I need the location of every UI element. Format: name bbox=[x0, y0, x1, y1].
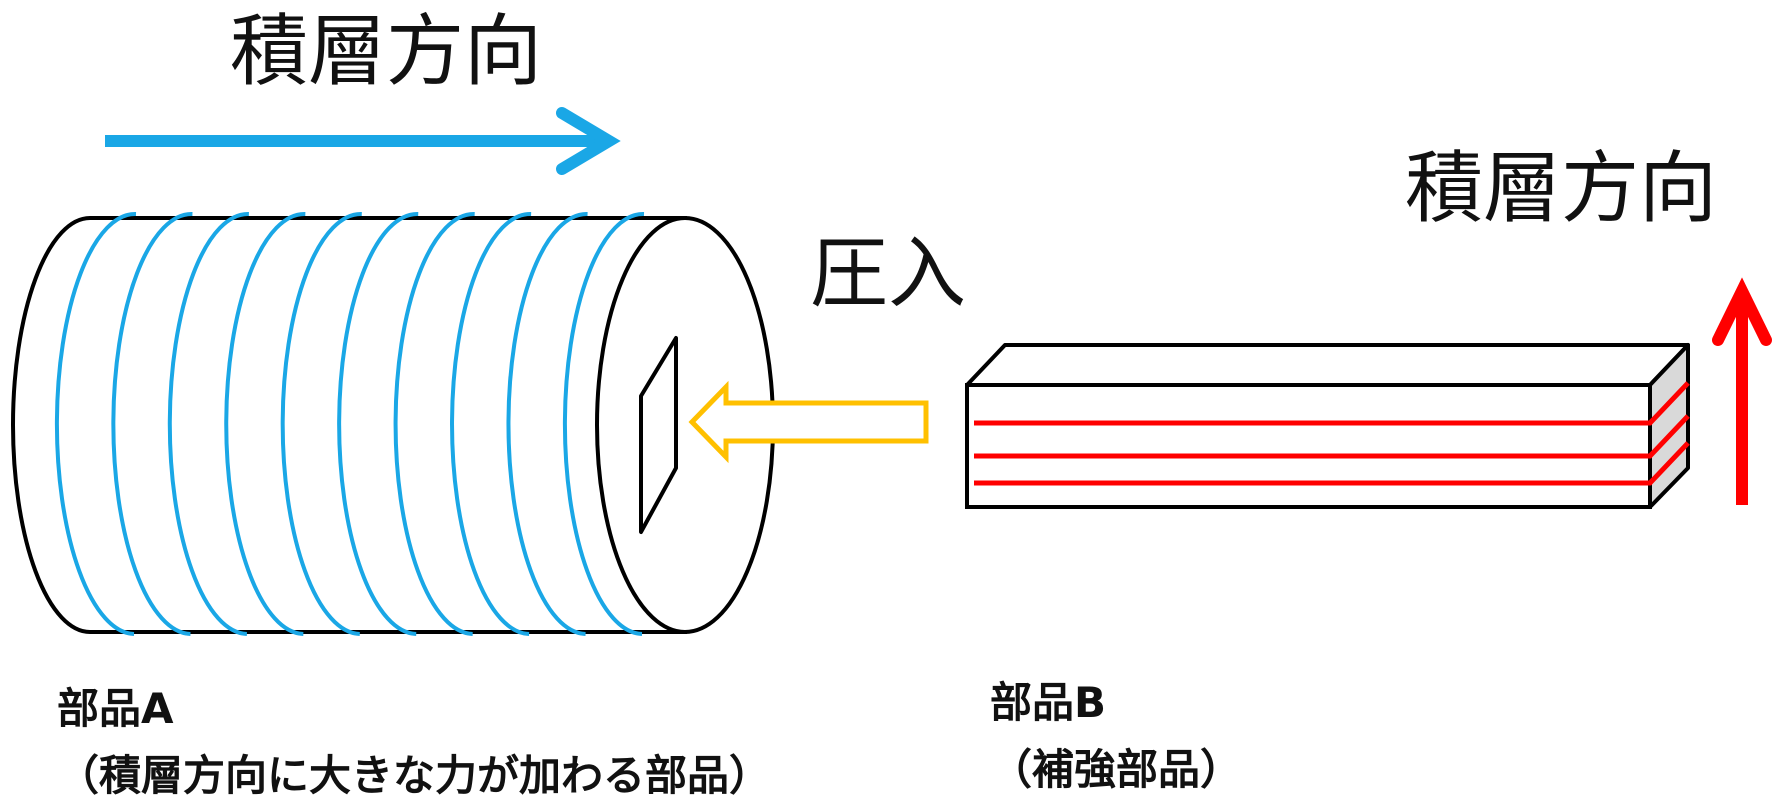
press-fit-arrow bbox=[688, 380, 929, 464]
stack-direction-arrow-a bbox=[105, 107, 621, 175]
part-b-bar bbox=[965, 343, 1690, 509]
cylinder-layer-line bbox=[506, 211, 588, 636]
cylinder-layer-line bbox=[224, 211, 306, 636]
cylinder-square-hole bbox=[639, 336, 678, 534]
press-fit-label: 圧入 bbox=[810, 229, 966, 319]
cylinder-layer-line bbox=[337, 211, 419, 636]
stack-direction-label-a: 積層方向 bbox=[230, 7, 542, 97]
cylinder-layer-line bbox=[167, 211, 249, 636]
part-a-cylinder bbox=[11, 211, 775, 636]
cylinder-layer-line bbox=[54, 211, 137, 636]
cylinder-layer-line bbox=[393, 211, 475, 636]
part-b-name: 部品B bbox=[990, 678, 1106, 727]
cylinder-layer-line bbox=[562, 211, 645, 636]
stack-direction-label-b: 積層方向 bbox=[1405, 144, 1717, 234]
part-b-description: （補強部品） bbox=[990, 745, 1242, 794]
part-a-description: （積層方向に大きな力が加わる部品） bbox=[57, 751, 771, 800]
bar-front-face bbox=[965, 383, 1652, 509]
cylinder-layer-line bbox=[111, 211, 193, 636]
cylinder-layer-line bbox=[280, 211, 362, 636]
cylinder-layer-line bbox=[449, 211, 532, 636]
cylinder-layer-lines bbox=[54, 211, 645, 636]
bar-layer-lines bbox=[974, 381, 1690, 486]
stack-direction-arrow-b bbox=[1712, 277, 1772, 505]
bar-top-face bbox=[965, 343, 1690, 387]
bar-layer-line bbox=[974, 414, 1690, 459]
bar-layer-line bbox=[974, 441, 1690, 486]
part-a-name: 部品A bbox=[57, 684, 174, 733]
bar-layer-line bbox=[974, 381, 1690, 426]
